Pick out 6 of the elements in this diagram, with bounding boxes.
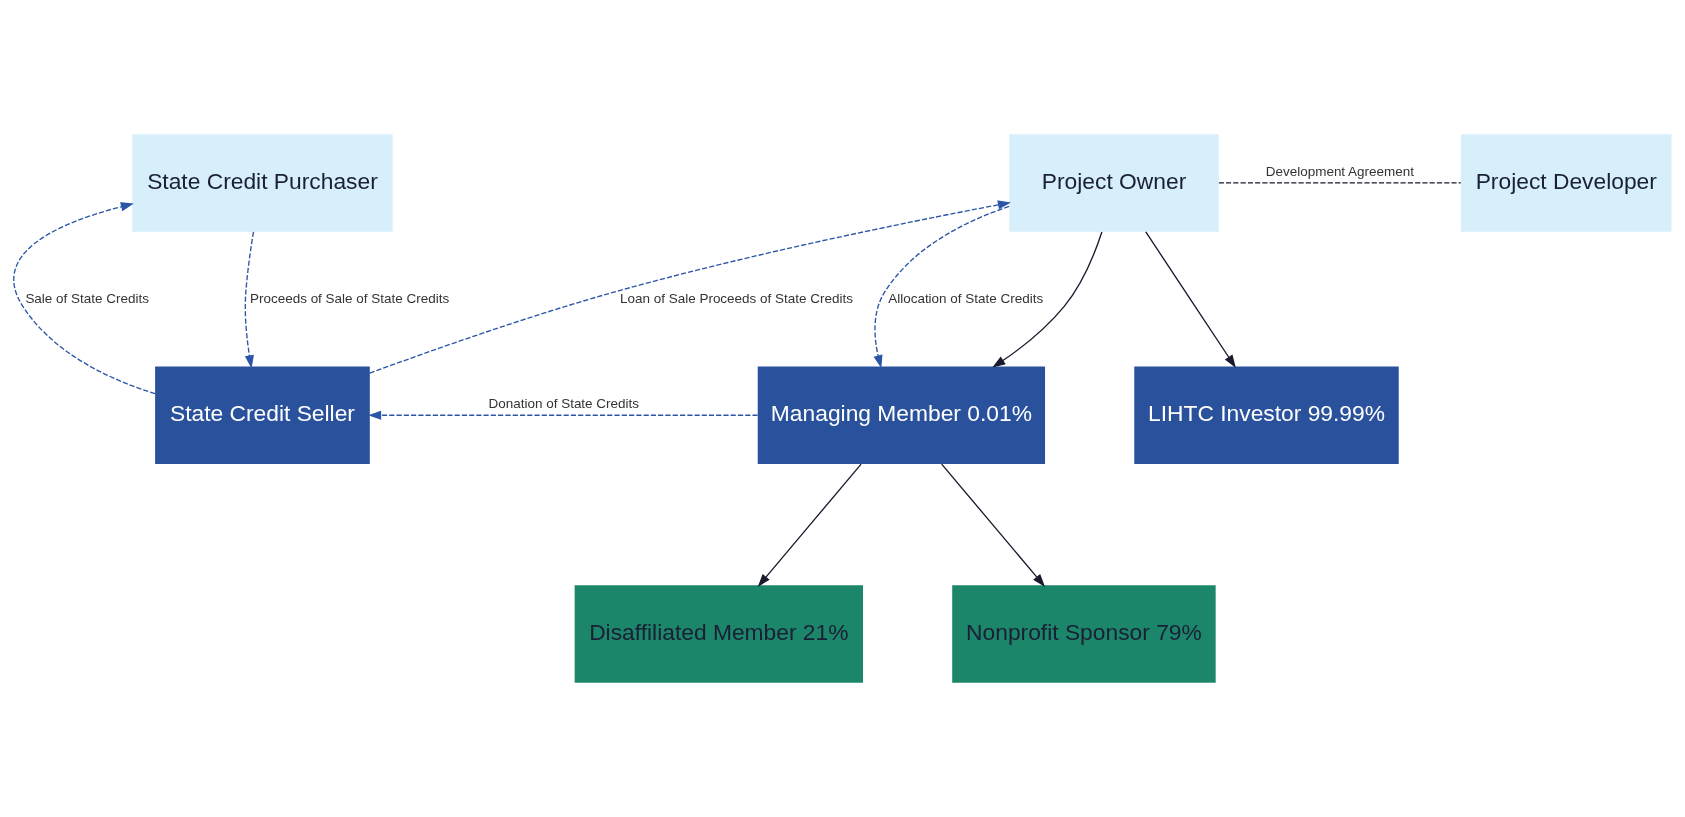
edge-label: Donation of State Credits	[488, 396, 640, 412]
edge-label: Proceeds of Sale of State Credits	[250, 290, 450, 306]
edge-label: Sale of State Credits	[25, 290, 149, 306]
edge-label: Development Agreement	[1265, 164, 1415, 180]
edge-label: Allocation of State Credits	[888, 290, 1044, 306]
edge-label: Loan of Sale Proceeds of State Credits	[620, 290, 853, 306]
